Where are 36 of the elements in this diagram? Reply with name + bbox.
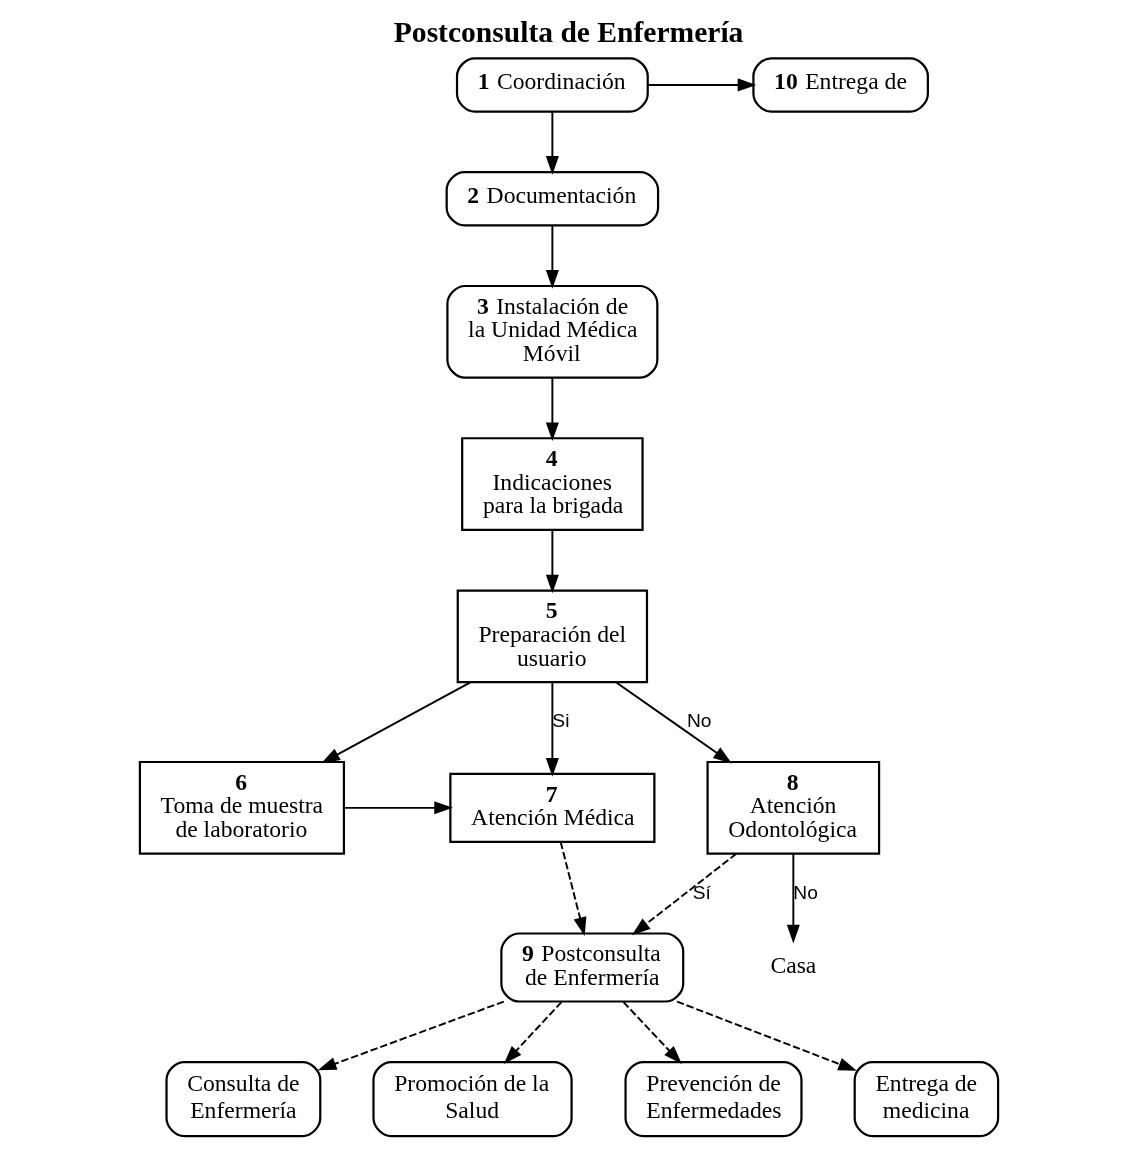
node-box: 1 Coordinación	[455, 57, 649, 113]
arrow	[545, 681, 559, 777]
node-box: Prevención de Enfermedades	[623, 1061, 803, 1138]
node-box: 10 Entrega de	[751, 57, 929, 113]
node-box: 6 Toma de muestra de laboratorio	[138, 760, 345, 855]
arrow	[545, 110, 559, 175]
node-text: Casa	[769, 952, 816, 979]
arrow	[622, 1001, 682, 1064]
node-box: 3 Instalación de la Unidad Médica Móvil	[445, 284, 658, 379]
arrow	[675, 1000, 857, 1071]
edge-label: Si	[551, 710, 569, 732]
arrow	[320, 681, 471, 764]
edge-label: Sí	[692, 881, 711, 903]
arrow	[631, 852, 737, 936]
node-box: Entrega de medicina	[853, 1061, 999, 1138]
node-box: 2 Documentación	[445, 171, 659, 227]
arrow	[545, 225, 559, 289]
node-box: Consulta de Enfermería	[164, 1061, 321, 1138]
node-box: 9 Postconsulta de Enfermería	[499, 932, 684, 1003]
arrow	[614, 681, 732, 764]
arrow	[503, 1001, 562, 1064]
arrow	[786, 852, 800, 944]
arrow	[545, 529, 559, 594]
node-box: Promoción de la Salud	[371, 1061, 573, 1138]
arrow	[545, 376, 559, 442]
node-box: 8 Atención Odontológica	[706, 760, 880, 855]
edge-label: No	[686, 710, 711, 732]
node-box: 5 Preparación del usuario	[456, 589, 648, 684]
arrow	[317, 1000, 505, 1071]
node-box: 7 Atención Médica	[448, 772, 655, 843]
diagram-title: Postconsulta de Enfermería	[393, 16, 743, 49]
arrow	[342, 801, 453, 815]
arrow	[646, 78, 756, 92]
arrow	[559, 841, 586, 937]
node-box: 4 Indicaciones para la brigada	[460, 437, 644, 531]
edge-label: No	[792, 881, 818, 903]
